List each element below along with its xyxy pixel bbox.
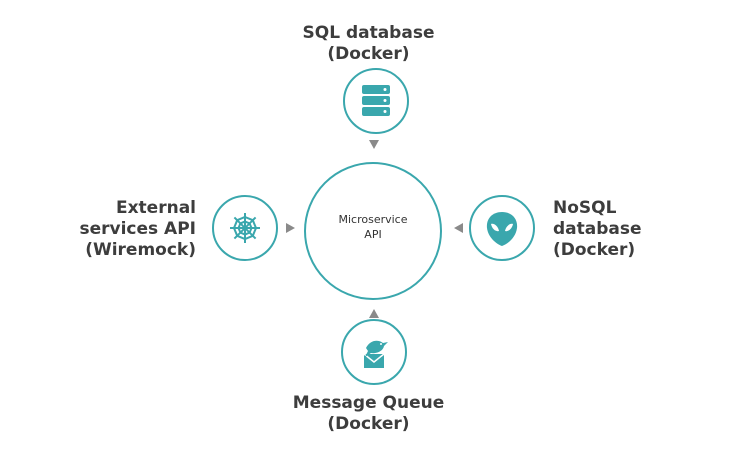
nosql-database-label: NoSQL database (Docker)	[553, 198, 642, 261]
sql-label-line2: (Docker)	[327, 44, 410, 64]
microservice-label: Microservice API	[303, 212, 443, 242]
bird-envelope-icon	[363, 340, 388, 368]
nosql-label-line2: database	[553, 219, 642, 239]
microservice-label-line2: API	[364, 228, 382, 241]
external-label-line3: (Wiremock)	[85, 240, 196, 260]
nosql-database-node	[469, 195, 535, 261]
microservice-label-line1: Microservice	[338, 213, 408, 226]
external-label-line1: External	[115, 198, 196, 218]
external-label-line2: services API	[79, 219, 196, 239]
message-queue-node	[341, 319, 407, 385]
queue-label-line2: (Docker)	[327, 414, 410, 434]
sql-database-label: SQL database (Docker)	[0, 23, 737, 65]
external-services-label: External services API (Wiremock)	[79, 198, 196, 261]
spider-web-icon	[230, 213, 260, 243]
sql-label-line1: SQL database	[302, 23, 435, 43]
arrow-from-queue	[369, 309, 379, 318]
nosql-label-line1: NoSQL	[553, 198, 617, 218]
sql-database-node	[343, 68, 409, 134]
database-icon	[362, 85, 390, 116]
nosql-label-line3: (Docker)	[553, 240, 636, 260]
arrow-from-external	[286, 223, 295, 233]
microservice-circle	[304, 162, 442, 300]
alien-icon	[486, 212, 518, 246]
queue-label-line1: Message Queue	[292, 393, 445, 413]
message-queue-label: Message Queue (Docker)	[0, 393, 737, 435]
arrow-from-sql	[369, 140, 379, 149]
external-services-node	[212, 195, 278, 261]
arrow-from-nosql	[454, 223, 463, 233]
